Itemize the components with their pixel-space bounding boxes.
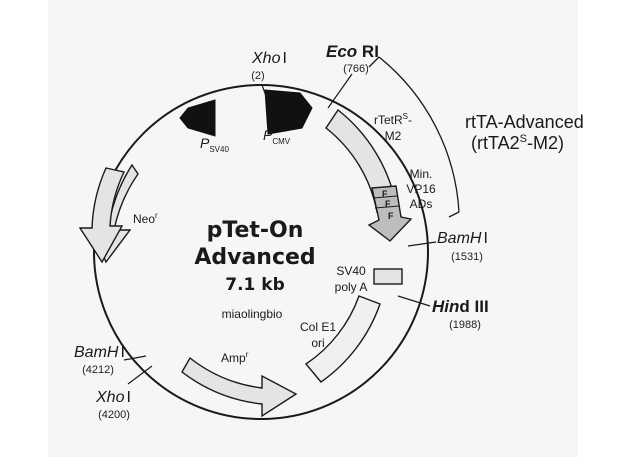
backbone-circle [93,84,429,420]
plasmid-name-line1: pTet-On [207,218,304,243]
minvp16-label-3: ADs [410,197,433,211]
ecori-tick [327,73,353,109]
neo-label: Neor [133,211,158,226]
xho1-top-tick [261,84,267,97]
rtetr-label: rTetRS- [374,112,412,127]
psv40-label: PSV40 [200,135,229,154]
plasmid-name-line2: Advanced [194,245,315,270]
bamh1-right-position: (1531) [451,251,483,263]
amp-label: Ampr [221,350,249,365]
rtta-label-line2: (rtTA2S-M2) [471,133,564,153]
polya-label: poly A [335,280,368,294]
bamh1-right-tick [407,241,437,247]
plasmid-size: 7.1 kb [225,275,285,295]
xho1-bottom-tick [127,365,153,385]
rtta-label-line1: rtTA-Advanced [465,112,584,132]
cole1-ori-box [304,295,381,383]
ads-divider-1 [372,195,398,199]
hind3-tick [397,295,431,307]
amp-arrow [181,356,298,418]
pcmv-label: PCMV [263,127,291,146]
ecori-position: (766) [343,63,369,75]
f-block-3: F [388,211,394,221]
cole1-label: Col E1 [300,320,336,334]
xho1-top-position: (2) [251,70,264,82]
hind3-position: (1988) [449,319,481,331]
minvp16-label-1: Min. [410,167,433,181]
rtta-bracket-tick-top [368,56,380,68]
ads-divider-2 [374,205,400,209]
hind3-label: Hind III [432,297,489,316]
sv40-label: SV40 [336,264,366,278]
psv40-promoter-arrow [179,99,216,137]
ori-label: ori [311,336,324,350]
neo-arrow-body [78,167,126,264]
minvp16-label-2: VP16 [406,182,436,196]
bamh1-left-tick [123,355,147,361]
f-block-2: F [385,199,391,209]
rtta-bracket [378,56,460,213]
vp16-ads-arrow [367,185,413,242]
figure-panel [48,0,578,457]
xho1-bottom-position: (4200) [98,409,130,421]
sv40-polya-box [373,268,403,285]
rtetr-m2-label: M2 [385,129,402,143]
rtta-bracket-tick-bottom [448,211,460,218]
ecori-label: Eco RI [326,42,379,61]
f-block-1: F [382,189,388,199]
bamh1-left-position: (4212) [82,364,114,376]
pcmv-promoter-arrow [264,89,313,135]
watermark-text: miaolingbio [222,307,283,321]
